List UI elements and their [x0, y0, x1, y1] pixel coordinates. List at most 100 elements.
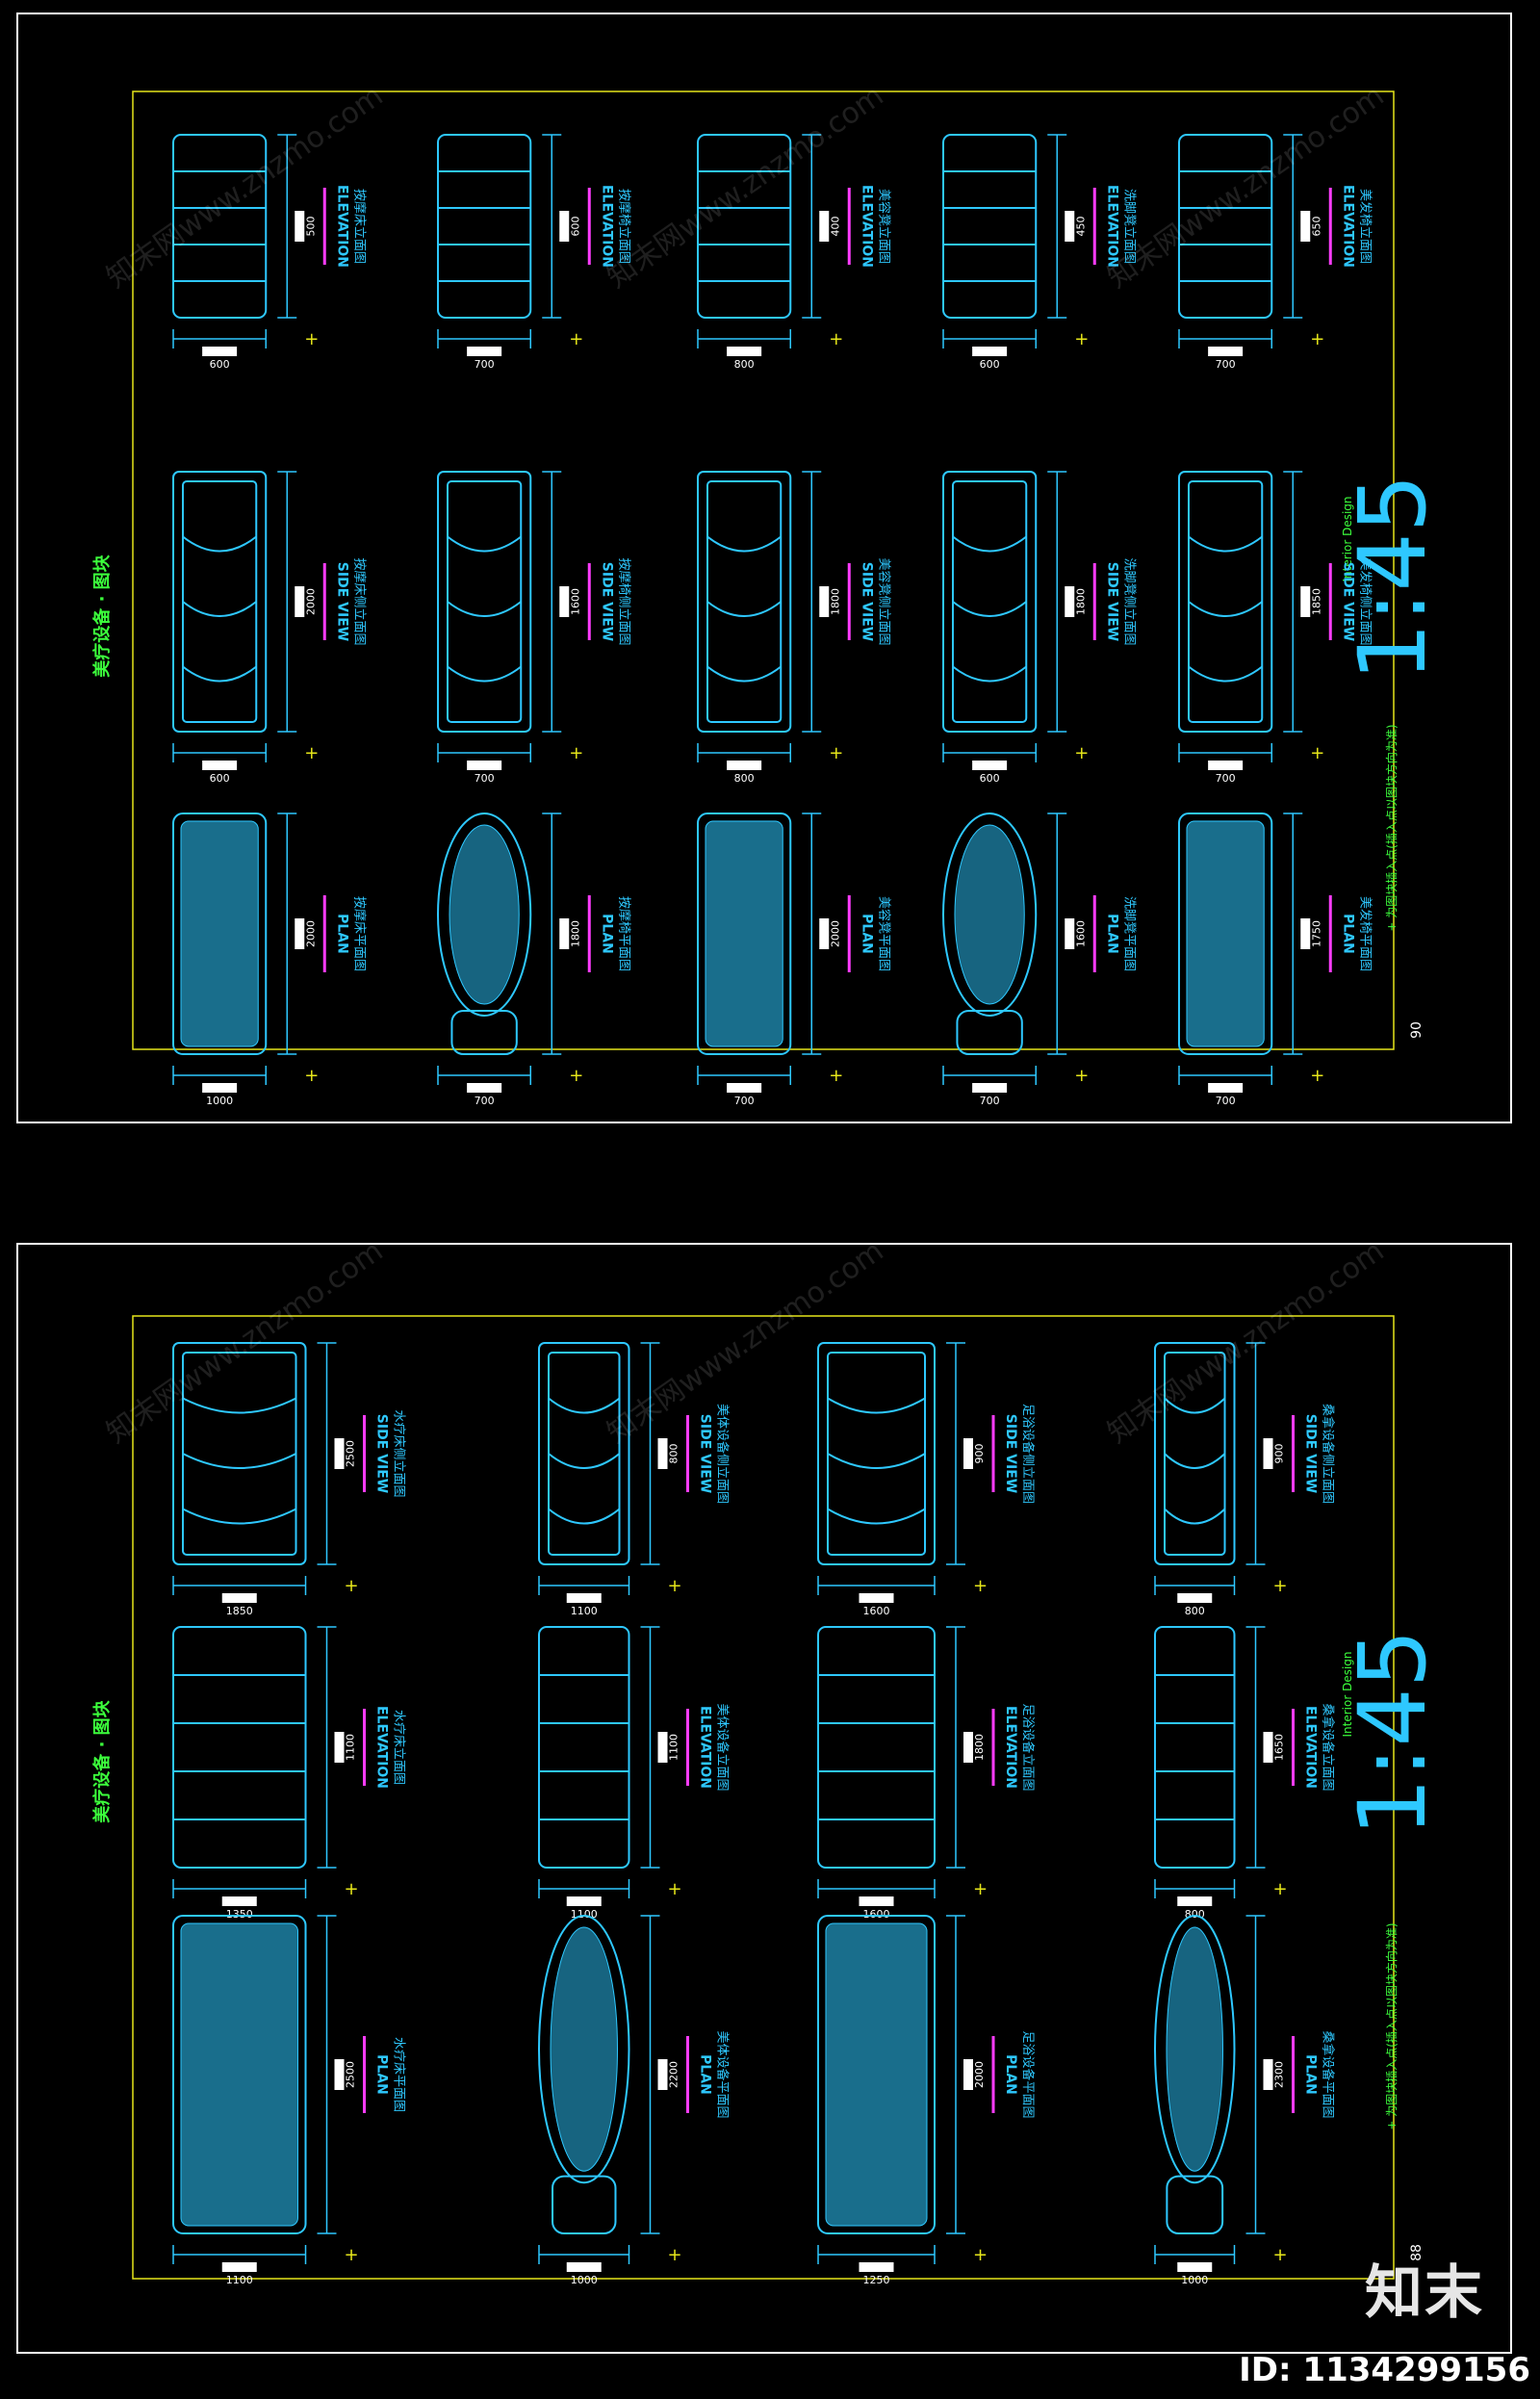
dimension-label-box [1177, 2262, 1213, 2272]
furniture-side-curve [1164, 1508, 1226, 1525]
sheet-inner-border [132, 90, 1395, 1050]
dimension-label-box [1263, 2059, 1273, 2090]
insertion-point-marker: + [973, 1879, 988, 1899]
furniture-side-outline [697, 471, 792, 733]
furniture-side-outline [172, 471, 268, 733]
furniture-elevation-outline [697, 134, 792, 319]
dimension-value: 1850 [1310, 588, 1322, 615]
view-name-label: 美容凳平面图 [876, 896, 891, 971]
furniture-side-curve [827, 1508, 926, 1525]
furniture-side-curve [1188, 535, 1263, 553]
furniture-side-curve [952, 535, 1027, 553]
dimension-label-box [963, 1732, 973, 1763]
dimension-value: 1600 [863, 1605, 890, 1617]
view-name-label: 水疗床侧立面图 [392, 1409, 406, 1497]
insertion-point-marker: + [1074, 743, 1089, 763]
dimension-label-box [295, 586, 305, 617]
dimension-label-box [657, 2059, 668, 2090]
watermark-text: 知末网www.znzmo.com [602, 79, 890, 296]
dimension-label-box [657, 1438, 668, 1469]
dimension-value: 600 [210, 772, 230, 785]
view-type-label: SIDE VIEW [1340, 562, 1355, 641]
dimension-value: 1100 [226, 2274, 253, 2286]
sheet-frame [16, 13, 1512, 1123]
dimension-value: 600 [980, 358, 1000, 371]
furniture-side-curve [182, 1508, 296, 1525]
furniture-side-curve [1164, 1453, 1226, 1469]
dimension-value: 1250 [863, 2274, 890, 2286]
furniture-side-curve [447, 535, 522, 553]
furniture-side-curve [447, 601, 522, 617]
dimension-value: 2500 [345, 1440, 357, 1467]
dimension-value: 700 [475, 772, 495, 785]
dimension-value: 1650 [1273, 1734, 1286, 1761]
dimension-value: 1750 [1310, 920, 1322, 947]
furniture-plan-outline [942, 813, 1038, 1017]
insertion-point-marker: + [304, 743, 319, 763]
furniture-side-curve [827, 1397, 926, 1414]
view-name-label: 美发椅平面图 [1357, 896, 1373, 971]
view-name-label: 按摩床侧立面图 [351, 557, 367, 645]
dimension-label-box [559, 211, 570, 242]
dimension-label-box [859, 2262, 894, 2272]
dimension-value: 1600 [1074, 920, 1087, 947]
furniture-side-outline [538, 1342, 630, 1565]
furniture-side-inner [182, 480, 258, 723]
dimension-label-box [221, 1896, 257, 1906]
dimension-value: 1000 [206, 1095, 233, 1107]
insertion-point-marker: + [668, 1576, 682, 1596]
insertion-point-marker: + [829, 329, 843, 349]
dimension-label-box [972, 347, 1008, 356]
dimension-value: 2000 [304, 920, 317, 947]
insertion-point-marker: + [829, 1066, 843, 1086]
dimension-label-box [202, 347, 238, 356]
view-type-label: PLAN [1340, 914, 1355, 954]
furniture-elevation-outline [817, 1626, 936, 1869]
furniture-plan-outline [172, 813, 268, 1055]
furniture-side-outline [1154, 1342, 1236, 1565]
view-name-label: 洗脚凳侧立面图 [1121, 557, 1137, 645]
dimension-label-box [1208, 1083, 1244, 1093]
dimension-label-box [1065, 586, 1075, 617]
dimension-label-box [727, 761, 762, 770]
view-type-label: ELEVATION [1003, 1706, 1018, 1789]
view-name-label: 桑拿设备侧立面图 [1321, 1404, 1336, 1504]
dimension-label-box [1177, 1593, 1213, 1603]
dimension-value: 1100 [345, 1734, 357, 1761]
furniture-side-inner [447, 480, 523, 723]
furniture-side-curve [706, 601, 782, 617]
dimension-value: 700 [734, 1095, 755, 1107]
dimension-value: 1800 [829, 588, 841, 615]
dimension-label-box [1300, 211, 1311, 242]
view-type-label: ELEVATION [1340, 185, 1355, 268]
watermark-text: 知末网www.znzmo.com [101, 1234, 390, 1451]
dimension-label-box [972, 761, 1008, 770]
dimension-value: 2000 [304, 588, 317, 615]
dimension-label-box [467, 1083, 502, 1093]
dimension-label-box [1065, 918, 1075, 949]
dimension-value: 1850 [226, 1605, 253, 1617]
furniture-elevation-outline [1178, 134, 1273, 319]
view-name-label: 按摩椅平面图 [616, 896, 631, 971]
dimension-value: 700 [1216, 358, 1236, 371]
sheet-title: 美疗设备 · 图块 [91, 1699, 113, 1822]
furniture-side-inner [952, 480, 1028, 723]
designer-label: Interior Design [1341, 1651, 1354, 1737]
insertion-point-marker: + [345, 1879, 359, 1899]
dimension-value: 700 [475, 358, 495, 371]
dimension-value: 600 [210, 358, 230, 371]
view-type-label: PLAN [374, 2054, 390, 2095]
dimension-value: 800 [1185, 1605, 1205, 1617]
drawing-scale: 1:45 [1339, 474, 1447, 682]
designer-label: Interior Design [1341, 496, 1354, 581]
view-name-label: 洗脚凳平面图 [1121, 896, 1137, 971]
furniture-side-outline [942, 471, 1038, 733]
furniture-side-inner [1188, 480, 1264, 723]
